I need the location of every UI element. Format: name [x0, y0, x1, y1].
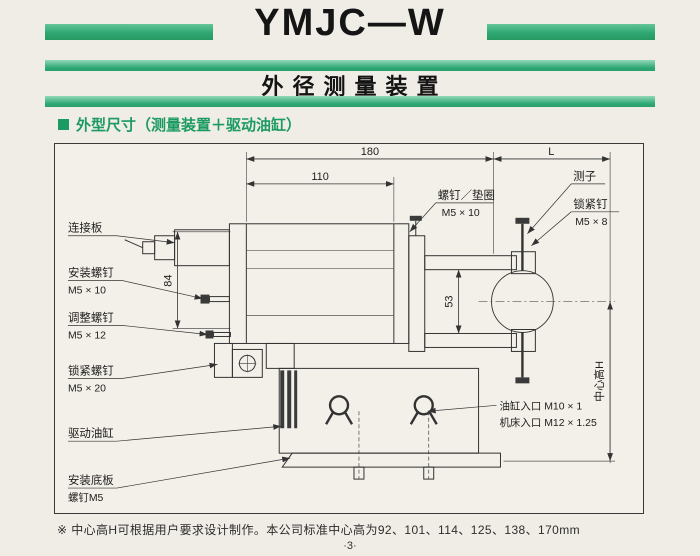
dimension-lines — [174, 156, 614, 462]
dim-width-inner: 110 — [311, 171, 328, 183]
callout-mount-screw: 安装螺钉 — [68, 266, 114, 280]
section-bullet-icon — [58, 119, 69, 130]
drive-cylinder — [278, 367, 480, 480]
title-bar-left-decoration — [45, 24, 213, 40]
page-subtitle: 外径测量装置 — [261, 74, 448, 99]
callout-drive-cylinder: 驱动油缸 — [68, 426, 114, 440]
right-callouts: 螺钉／垫圈 M5 × 10 测子 锁紧钉 M5 × 8 油缸入口 M10 × 1… — [409, 170, 620, 429]
page-title: YMJC—W — [254, 2, 446, 44]
callout-lock-pin: 锁紧钉 — [573, 197, 608, 211]
callout-screw-washer: 螺钉／垫圈 — [438, 188, 495, 202]
callout-adjust-screw: 调整螺钉 — [68, 311, 114, 325]
subtitle-stripe-top — [45, 60, 655, 71]
footnote: ※ 中心高H可根据用户要求设计制作。本公司标准中心高为92、101、114、12… — [57, 523, 581, 537]
workpiece-circle — [478, 270, 616, 333]
callout-screw-washer-size: M5 × 10 — [442, 208, 480, 219]
title-bar-right-decoration — [487, 24, 655, 40]
left-callouts: 连接板 安装螺钉 M5 × 10 调整螺钉 M5 × 12 锁紧螺钉 M5 × … — [67, 221, 291, 504]
subtitle-stripe-bottom — [45, 96, 655, 107]
callout-base-plate: 安装底板 — [68, 473, 114, 487]
dim-center-height: 中心高H — [592, 361, 606, 402]
callout-base-plate-screw: 螺钉M5 — [68, 492, 104, 504]
drawing-frame: 180 110 L 84 53 中心高H — [54, 143, 644, 514]
connection-plate — [124, 229, 230, 267]
mount-adjust-screws — [200, 294, 231, 339]
measuring-arms — [408, 215, 536, 384]
section-heading: 外型尺寸（测量装置＋驱动油缸） — [58, 114, 301, 135]
callout-machine-inlet: 机床入口 M12 × 1.25 — [499, 416, 596, 429]
dim-height-body: 84 — [163, 275, 175, 287]
dim-width-right: L — [548, 146, 554, 158]
callout-lock-screw: 锁紧螺钉 — [68, 363, 114, 377]
callout-probe: 测子 — [573, 170, 596, 183]
callout-lock-screw-size: M5 × 20 — [68, 383, 106, 394]
callout-adjust-screw-size: M5 × 12 — [68, 330, 106, 341]
dim-gap-contacts: 53 — [444, 295, 456, 307]
mounting-base-plate — [281, 452, 501, 480]
callout-lock-pin-size: M5 × 8 — [575, 217, 607, 228]
callout-connect-plate: 连接板 — [68, 221, 103, 235]
section-heading-text: 外型尺寸（测量装置＋驱动油缸） — [76, 117, 302, 134]
callout-cylinder-inlet: 油缸入口 M10 × 1 — [499, 399, 582, 412]
dim-width-total: 180 — [361, 146, 379, 158]
technical-drawing: 180 110 L 84 53 中心高H — [67, 146, 620, 504]
page-number: ·3· — [343, 540, 357, 552]
measuring-head-housing — [228, 223, 410, 344]
callout-mount-screw-size: M5 × 10 — [68, 286, 106, 297]
